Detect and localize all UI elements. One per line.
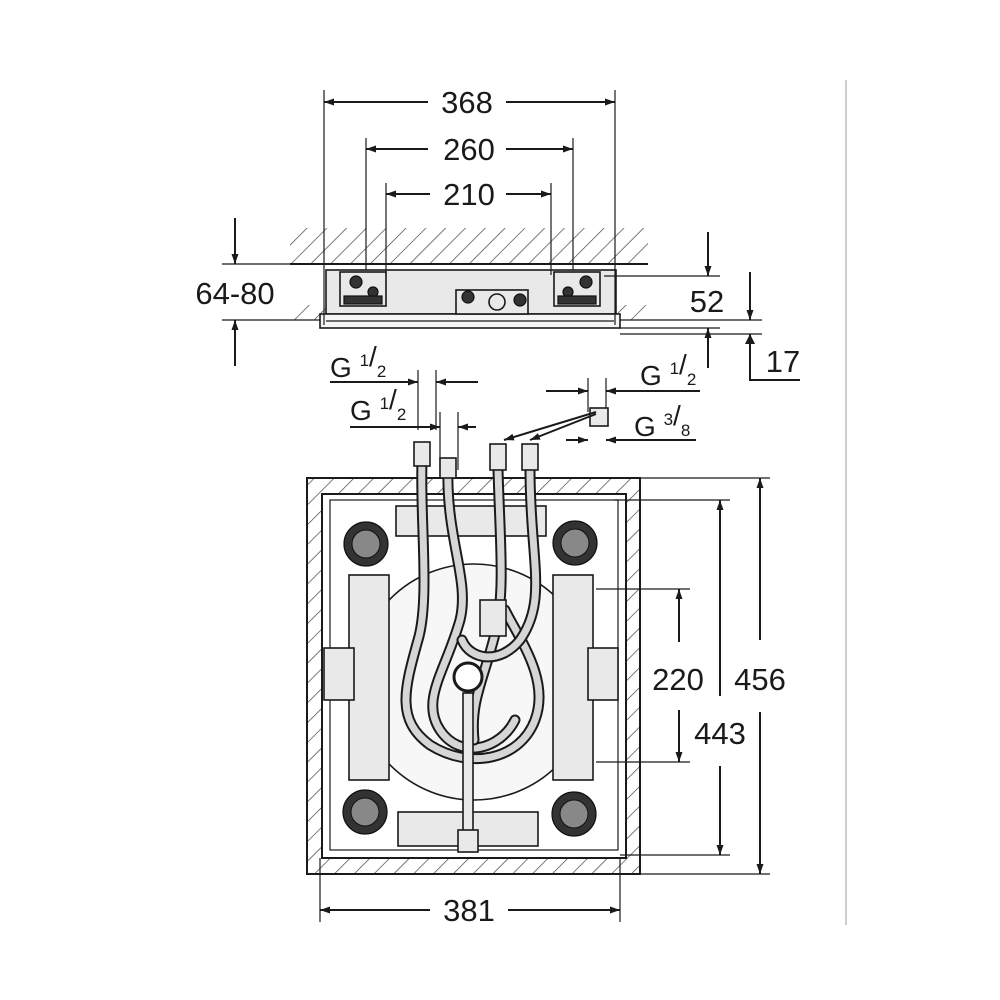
thread-left-lower: G 1/2 — [350, 384, 406, 426]
left-mount — [323, 647, 355, 701]
right-rail — [552, 574, 594, 781]
thread-right-lower-den: 8 — [681, 421, 690, 440]
dim-381: 381 — [443, 893, 495, 928]
connection-labels: G 1/2 G 1/2 G 1/2 G 3/8 — [330, 341, 700, 470]
dim-17: 17 — [766, 344, 800, 379]
right-mount — [587, 647, 619, 701]
thread-right-upper-den: 2 — [687, 370, 696, 389]
dim-64-80: 64-80 — [195, 276, 274, 311]
thread-left-upper-den: 2 — [377, 362, 386, 381]
ceiling-hatch — [290, 228, 648, 264]
thread-right-lower-prefix: G — [634, 411, 664, 442]
left-bracket — [339, 271, 387, 307]
hoses — [400, 456, 545, 765]
thread-right-lower: G 3/8 — [634, 400, 690, 442]
dim-443: 443 — [694, 716, 746, 751]
thread-right-lower-num: 3 — [664, 410, 673, 429]
thread-left-upper-num: 1 — [360, 351, 369, 370]
center-hub — [452, 661, 484, 693]
thread-right-upper-prefix: G — [640, 360, 670, 391]
nozzle-bottom-right — [551, 791, 597, 837]
dim-260: 260 — [443, 132, 495, 167]
dim-210: 210 — [443, 177, 495, 212]
plan-dimensions: 220 456 443 381 — [319, 477, 786, 928]
thread-left-upper: G 1/2 — [330, 341, 386, 383]
dim-368: 368 — [441, 85, 493, 120]
thread-left-lower-prefix: G — [350, 395, 380, 426]
right-bracket — [553, 271, 601, 307]
nozzle-top-right — [552, 520, 598, 566]
top-view: 368 260 210 64-80 52 17 — [195, 85, 800, 381]
thread-left-lower-num: 1 — [380, 394, 389, 413]
dim-52: 52 — [690, 284, 724, 319]
thread-left-lower-den: 2 — [397, 405, 406, 424]
thread-right-upper: G 1/2 — [640, 349, 696, 391]
thread-left-upper-prefix: G — [330, 352, 360, 383]
plan-view — [306, 441, 641, 875]
nozzle-bottom-left — [342, 789, 388, 835]
dim-220: 220 — [652, 662, 704, 697]
center-valve — [455, 289, 529, 315]
nozzle-top-left — [343, 521, 389, 567]
dim-456: 456 — [734, 662, 786, 697]
left-rail — [348, 574, 390, 781]
thread-right-upper-num: 1 — [670, 359, 679, 378]
